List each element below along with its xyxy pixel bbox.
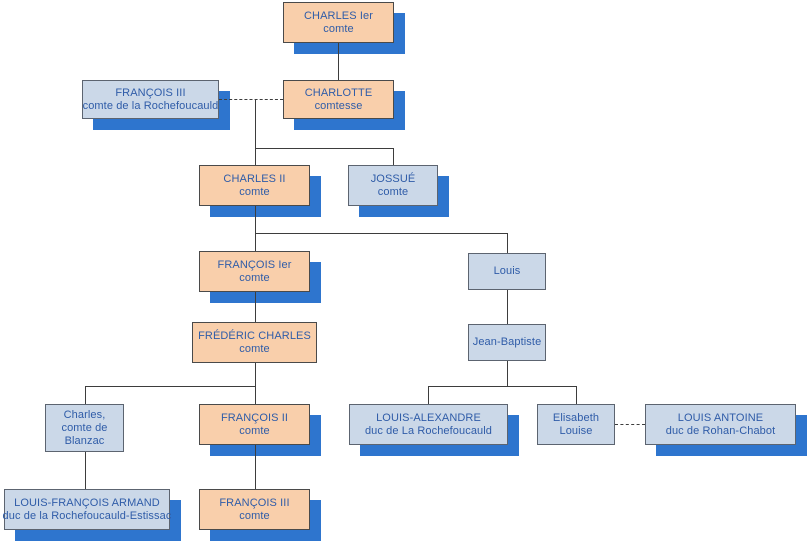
edge-francois-ii-down xyxy=(255,445,256,489)
node-label-line: LOUIS ANTOINE xyxy=(677,411,764,424)
edge-couple-drop xyxy=(255,99,256,148)
node-label-line: Charles, xyxy=(63,408,106,421)
node-label-line: FRÉDÉRIC CHARLES xyxy=(198,329,311,342)
edge-charles-blanzac-down xyxy=(85,452,86,489)
edge-charles-ii-down xyxy=(255,206,256,251)
node-label-line: LOUIS-ALEXANDRE xyxy=(376,411,481,424)
node-label-line: FRANÇOIS Ier xyxy=(217,258,292,271)
edge-drop-elisabeth xyxy=(576,386,577,404)
edge-drop-charles-blanzac xyxy=(85,386,86,404)
node-label-line: Jean-Baptiste xyxy=(472,336,542,348)
node-label-line: LOUIS-FRANÇOIS ARMAND xyxy=(14,496,160,509)
edge-jean-baptiste-children-bar xyxy=(428,386,576,387)
node-label-line: CHARLOTTE xyxy=(304,86,373,99)
edge-drop-louis xyxy=(507,233,508,253)
node-label-line: comte xyxy=(239,424,270,437)
edge-drop-francois-ii xyxy=(255,386,256,404)
node-label-line: comte de la Rochefoucauld xyxy=(82,99,219,112)
node-louis[interactable]: Louis xyxy=(468,253,546,290)
edge-charles-ier-to-charlotte xyxy=(338,43,339,80)
node-label-line: FRANÇOIS III xyxy=(219,496,290,509)
node-label-line: FRANÇOIS II xyxy=(220,411,289,424)
node-label-line: Louise xyxy=(559,424,593,437)
node-label-line: comte de xyxy=(61,421,108,434)
node-label-line: duc de la Rochefoucauld-Estissac xyxy=(2,509,172,522)
edge-frederic-down xyxy=(255,363,256,386)
node-label-line: Blanzac xyxy=(64,434,105,447)
edge-drop-louis-alexandre xyxy=(428,386,429,404)
edge-frederic-children-bar xyxy=(85,386,255,387)
edge-drop-charles-ii xyxy=(255,148,256,165)
edge-drop-jossue xyxy=(393,148,394,165)
node-label-line: JOSSUÉ xyxy=(370,172,416,185)
node-label-line: duc de La Rochefoucauld xyxy=(364,424,493,437)
edge-marriage-elisabeth-louis-antoine xyxy=(615,424,645,425)
node-label-line: CHARLES Ier xyxy=(304,9,373,22)
node-label-line: comte xyxy=(239,509,270,522)
node-label-line: duc de Rohan-Chabot xyxy=(665,424,776,437)
edge-louis-to-jean-baptiste xyxy=(507,290,508,324)
node-label-line: comte xyxy=(239,185,270,198)
edge-sibling-bar-charles-ii-jossue xyxy=(255,148,394,149)
node-jean-baptiste[interactable]: Jean-Baptiste xyxy=(468,324,546,361)
edge-charles-ii-branch-bar xyxy=(255,233,507,234)
edge-francois-ier-to-frederic xyxy=(255,292,256,322)
node-label-line: comtesse xyxy=(314,99,363,112)
edge-marriage-francois-iii-charlotte xyxy=(219,99,283,100)
node-label-line: Louis xyxy=(493,265,521,277)
node-label-line: comte xyxy=(239,342,270,355)
node-label-line: comte xyxy=(239,271,270,284)
node-label-line: Elisabeth xyxy=(552,411,600,424)
node-label-line: comte xyxy=(323,22,354,35)
node-label-line: CHARLES II xyxy=(223,172,286,185)
node-label-line: comte xyxy=(377,185,409,198)
node-label-line: FRANÇOIS III xyxy=(115,86,186,99)
edge-jean-baptiste-down xyxy=(507,361,508,386)
